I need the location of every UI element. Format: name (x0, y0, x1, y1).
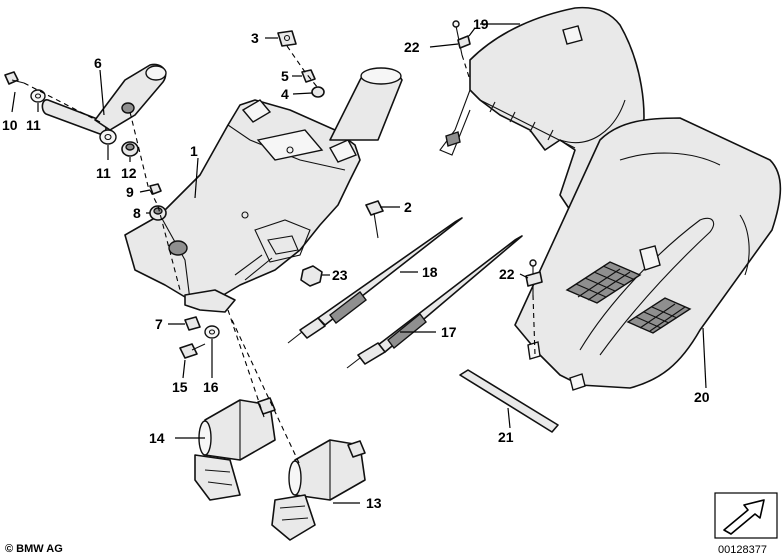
callout-3: 3 (251, 30, 259, 46)
bushing-8[interactable] (149, 205, 167, 221)
telescopic-shaft-17[interactable] (346, 235, 523, 369)
callout-14: 14 (149, 430, 165, 446)
callout-21: 21 (498, 429, 514, 445)
trim-grille-left (565, 261, 642, 304)
callout-19: 19 (473, 16, 489, 32)
callout-10: 10 (2, 117, 18, 133)
bolt-7[interactable] (184, 316, 201, 331)
washer-11-top[interactable] (30, 89, 46, 103)
adjustment-motor-13[interactable] (271, 439, 366, 541)
washer-11-lower[interactable] (99, 129, 117, 145)
bushing-12[interactable] (121, 141, 139, 157)
diagram-number: 00128377 (718, 544, 767, 556)
callout-15: 15 (172, 379, 188, 395)
nut-23[interactable] (300, 265, 323, 287)
callout-8: 8 (133, 205, 141, 221)
nut-9[interactable] (149, 183, 162, 195)
bolt-2[interactable] (365, 200, 384, 239)
callout-22-top: 22 (404, 39, 420, 55)
callout-16: 16 (203, 379, 219, 395)
callout-11-lower: 11 (96, 165, 111, 181)
callout-20: 20 (694, 389, 710, 405)
trim-strip-21[interactable] (459, 369, 559, 433)
upper-column-tube (329, 67, 403, 141)
callout-23: 23 (332, 267, 348, 283)
clip-22-top[interactable] (452, 20, 471, 56)
washer-16[interactable] (204, 325, 220, 339)
leader-lines (11, 23, 707, 504)
direction-arrow-icon (714, 492, 778, 539)
callout-22-lower: 22 (499, 266, 515, 282)
steering-column-housing[interactable] (124, 99, 361, 313)
adjustment-motor-14[interactable] (194, 397, 276, 501)
bolt-10[interactable] (4, 71, 25, 85)
bushing-4[interactable] (311, 86, 325, 98)
telescopic-shaft-18[interactable] (287, 217, 463, 344)
callout-11-top: 11 (26, 117, 41, 133)
callout-labels: 1 2 3 4 5 6 7 8 9 10 11 11 12 13 14 15 1… (2, 16, 710, 511)
clip-nut-3[interactable] (277, 30, 297, 47)
callout-5: 5 (281, 68, 289, 84)
callout-7: 7 (155, 316, 163, 332)
bolt-15[interactable] (179, 343, 206, 359)
callout-1: 1 (190, 143, 198, 159)
lower-column-trim[interactable] (514, 117, 782, 391)
copyright-label: © BMW AG (5, 543, 63, 555)
callout-6: 6 (94, 55, 102, 71)
callout-17: 17 (441, 324, 457, 340)
callout-13: 13 (366, 495, 382, 511)
callout-12: 12 (121, 165, 137, 181)
assembly-lines (23, 45, 536, 466)
callout-4: 4 (281, 86, 289, 102)
callout-2: 2 (404, 199, 412, 215)
callout-18: 18 (422, 264, 438, 280)
clip-22-lower[interactable] (525, 259, 543, 295)
trim-grille-right (626, 297, 692, 334)
callout-9: 9 (126, 184, 134, 200)
bracket-sleeve[interactable] (41, 63, 167, 135)
